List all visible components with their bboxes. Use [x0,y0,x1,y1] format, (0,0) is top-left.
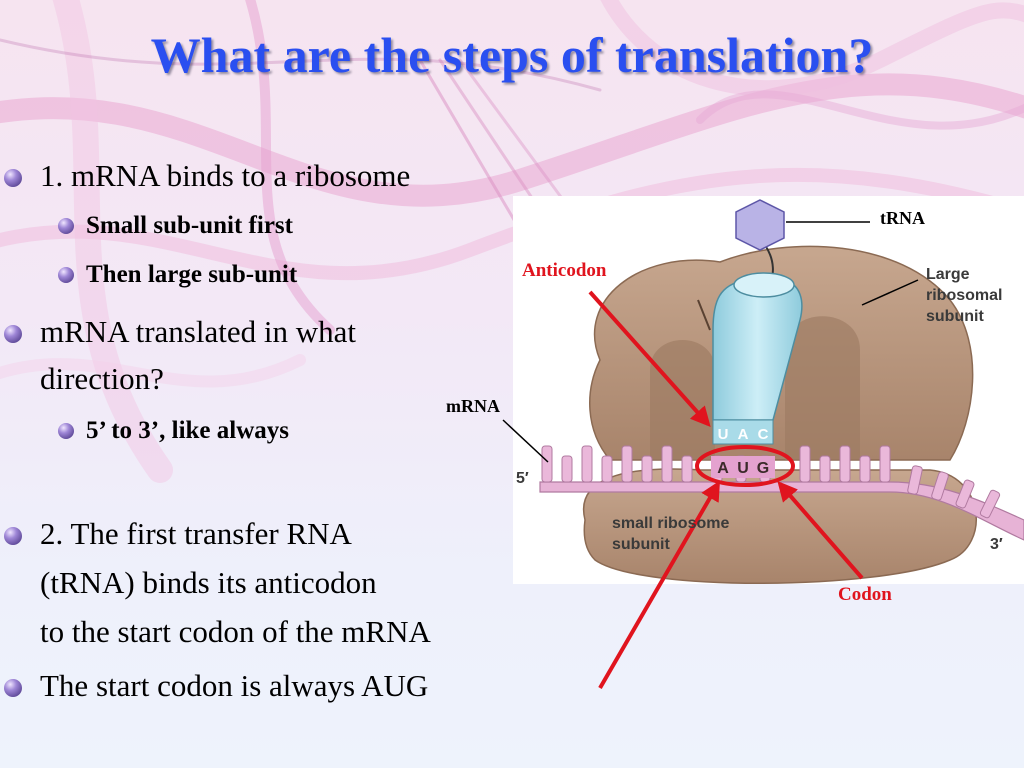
trna-label: tRNA [880,208,925,228]
codon-arrow-right [777,480,864,580]
bullet-item: mRNA translated in what [40,314,356,349]
large-subunit-label: subunit [926,308,984,325]
bullet-marker [4,169,22,187]
ribosome-site-right [785,316,860,460]
ribosome-site-left [650,340,715,460]
bullet-item: The start codon is always AUG [40,668,429,703]
mrna-leader-line [502,419,549,463]
subunit-divider [697,299,711,331]
trna-anticodon-loop [712,419,774,445]
bullet-item-continued: to the start codon of the mRNA [40,614,431,649]
anticodon-base: A [738,426,749,443]
bullet-item-continued: direction? [40,361,164,396]
codon-base: A [717,460,729,477]
bullet-item-continued: (tRNA) binds its anticodon [40,565,377,600]
sub-bullet-item: Then large sub-unit [86,261,298,288]
bullet-item: 1. mRNA binds to a ribosome [40,158,411,193]
three-prime-label: 3′ [990,536,1003,553]
large-subunit-leader-line [861,279,919,306]
codon-arrow-left [598,480,721,690]
anticodon-base: U [718,426,729,443]
bullet-marker [58,267,74,283]
bullet-marker [58,423,74,439]
codon-label: Codon [838,584,892,605]
five-prime-label: 5′ [516,470,529,487]
sub-bullet-item: Small sub-unit first [86,212,293,239]
bullet-marker [58,218,74,234]
large-subunit-label: Large [926,266,970,283]
sub-bullet-item: 5’ to 3’, like always [86,417,289,444]
anticodon-label: Anticodon [522,260,607,281]
codon-base: G [757,460,769,477]
mrna-label: mRNA [446,396,500,416]
anticodon-base: C [758,426,769,443]
amino-acid-hexagon [735,199,785,251]
codon-base: U [737,460,749,477]
small-subunit-label: subunit [612,536,670,553]
anticodon-arrow [588,290,711,427]
trna-top [733,272,795,298]
bullet-marker [4,527,22,545]
codon-highlight-circle [695,445,795,487]
bullet-item: 2. The first transfer RNA [40,516,352,551]
small-subunit-label: small ribosome [612,515,729,532]
codon-block [711,456,775,478]
large-subunit-label: ribosomal [926,287,1002,304]
bullet-marker [4,679,22,697]
bullet-marker [4,325,22,343]
slide-title: What are the steps of translation? [150,27,874,83]
